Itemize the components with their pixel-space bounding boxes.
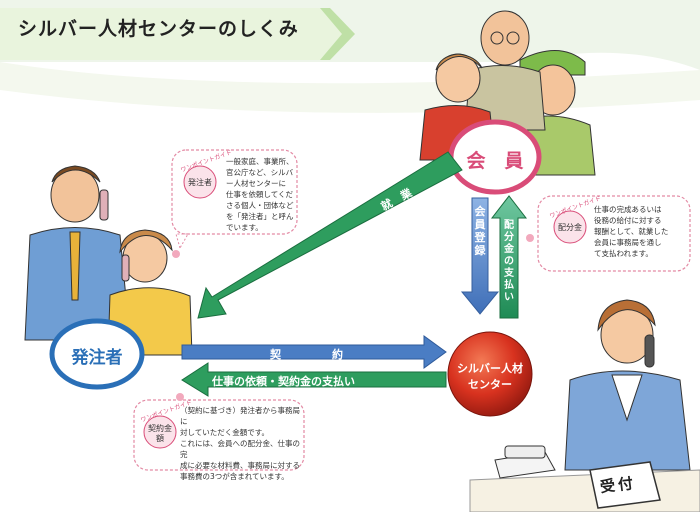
member-registration-label: 会員登録 bbox=[474, 205, 486, 257]
guide-term-client: 発注者 bbox=[188, 178, 212, 187]
page-title: シルバー人材センターのしくみ bbox=[18, 18, 299, 40]
guide-term-circle-contract bbox=[143, 415, 177, 449]
member-node-label: 会 員 bbox=[466, 150, 524, 172]
reception-sign-label: 受付 bbox=[599, 473, 638, 497]
guide-term-contract: 契約金額 bbox=[148, 424, 172, 443]
employment-arrow bbox=[197, 151, 463, 319]
guide-term-circle-client bbox=[183, 165, 217, 199]
guide-box-contract bbox=[133, 399, 305, 471]
member-registration-arrow bbox=[460, 197, 500, 315]
request-payment-arrow bbox=[181, 362, 447, 397]
distribution-payment-label: 配分金の支払い bbox=[504, 220, 514, 303]
center-node-circle bbox=[447, 331, 533, 417]
center-node-label-1: シルバー人材 bbox=[457, 362, 523, 375]
guide-term-distribution: 配分金 bbox=[558, 223, 582, 232]
members-illustration bbox=[419, 10, 596, 176]
distribution-payment-arrow bbox=[490, 195, 528, 319]
contract-arrow bbox=[181, 335, 447, 369]
guide-text-client: 一般家庭、事業所、 官公庁など、シルバ ー人材センターに 仕事を依頼してくだ さ… bbox=[226, 157, 294, 232]
request-payment-label: 仕事の依頼・契約金の支払い bbox=[212, 375, 355, 388]
center-node-label-2: センター bbox=[468, 378, 512, 391]
guide-term-circle-distribution bbox=[553, 210, 587, 244]
client-illustration bbox=[24, 165, 193, 356]
reception-illustration bbox=[469, 299, 700, 512]
guide-text-contract: （契約に基づき）発注者から事務局に 対していただく金額です。 これには、会員への… bbox=[180, 406, 300, 481]
contract-label: 契 約 bbox=[270, 348, 363, 361]
reception-sign-board bbox=[589, 461, 661, 509]
client-node-label: 発注者 bbox=[71, 348, 123, 368]
client-node-ring bbox=[49, 318, 145, 390]
guide-text-distribution: 仕事の完成あるいは 役務の給付に対する 報酬として、就業した 会員に事務局を通し… bbox=[594, 205, 669, 258]
